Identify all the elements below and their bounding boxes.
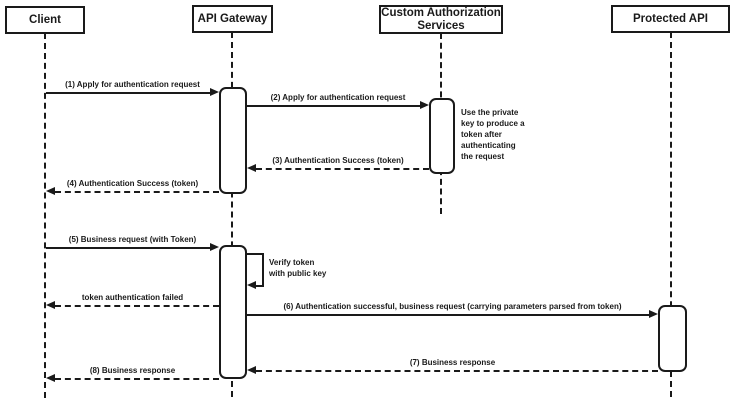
actor-client: Client bbox=[5, 6, 85, 34]
actor-custom-authorization-services: Custom Authorization Services bbox=[379, 5, 503, 34]
message-7-label: (7) Business response bbox=[409, 358, 496, 367]
activation-custom-authorization-services bbox=[429, 98, 455, 174]
message-8-arrowhead-icon bbox=[46, 374, 55, 382]
message-7-line bbox=[256, 370, 658, 372]
message-token-failed-label: token authentication failed bbox=[81, 293, 184, 302]
message-2-label: (2) Apply for authentication request bbox=[270, 93, 406, 102]
message-6-arrowhead-icon bbox=[649, 310, 658, 318]
message-5-arrowhead-icon bbox=[210, 243, 219, 251]
note-private-key: Use the private key to produce a token a… bbox=[461, 108, 525, 161]
actor-api-gateway-label: API Gateway bbox=[197, 12, 268, 25]
self-message-arrowhead-icon bbox=[247, 281, 256, 289]
activation-api-gateway-business bbox=[219, 245, 247, 379]
self-message-bottom-line bbox=[256, 285, 264, 287]
message-3-label: (3) Authentication Success (token) bbox=[272, 156, 404, 165]
lifeline-api-gateway bbox=[231, 32, 233, 397]
message-7-arrowhead-icon bbox=[247, 366, 256, 374]
message-4-label: (4) Authentication Success (token) bbox=[66, 179, 199, 188]
actor-protected-api-label: Protected API bbox=[633, 12, 708, 25]
actor-custom-authorization-services-label: Custom Authorization Services bbox=[381, 6, 501, 32]
self-message-top-line bbox=[247, 253, 264, 255]
message-token-failed-arrowhead-icon bbox=[46, 301, 55, 309]
message-6-label: (6) Authentication successful, business … bbox=[283, 302, 622, 311]
actor-api-gateway: API Gateway bbox=[192, 5, 273, 33]
message-5-line bbox=[46, 247, 212, 249]
message-4-arrowhead-icon bbox=[46, 187, 55, 195]
message-8-line bbox=[55, 378, 219, 380]
lifeline-client bbox=[44, 33, 46, 398]
activation-api-gateway-auth bbox=[219, 87, 247, 194]
self-message-vertical-line bbox=[262, 253, 264, 285]
actor-client-label: Client bbox=[29, 13, 61, 26]
self-message-label: Verify token with public key bbox=[269, 258, 327, 278]
lifeline-protected-api bbox=[670, 32, 672, 397]
message-3-line bbox=[256, 168, 429, 170]
message-1-line bbox=[46, 92, 212, 94]
message-1-label: (1) Apply for authentication request bbox=[65, 80, 200, 89]
message-6-line bbox=[247, 314, 651, 316]
message-token-failed-line bbox=[55, 305, 219, 307]
message-5-label: (5) Business request (with Token) bbox=[68, 235, 197, 244]
actor-protected-api: Protected API bbox=[611, 5, 730, 33]
message-1-arrowhead-icon bbox=[210, 88, 219, 96]
message-2-line bbox=[247, 105, 422, 107]
activation-protected-api bbox=[658, 305, 687, 372]
message-4-line bbox=[55, 191, 219, 193]
message-3-arrowhead-icon bbox=[247, 164, 256, 172]
message-2-arrowhead-icon bbox=[420, 101, 429, 109]
message-8-label: (8) Business response bbox=[89, 366, 176, 375]
